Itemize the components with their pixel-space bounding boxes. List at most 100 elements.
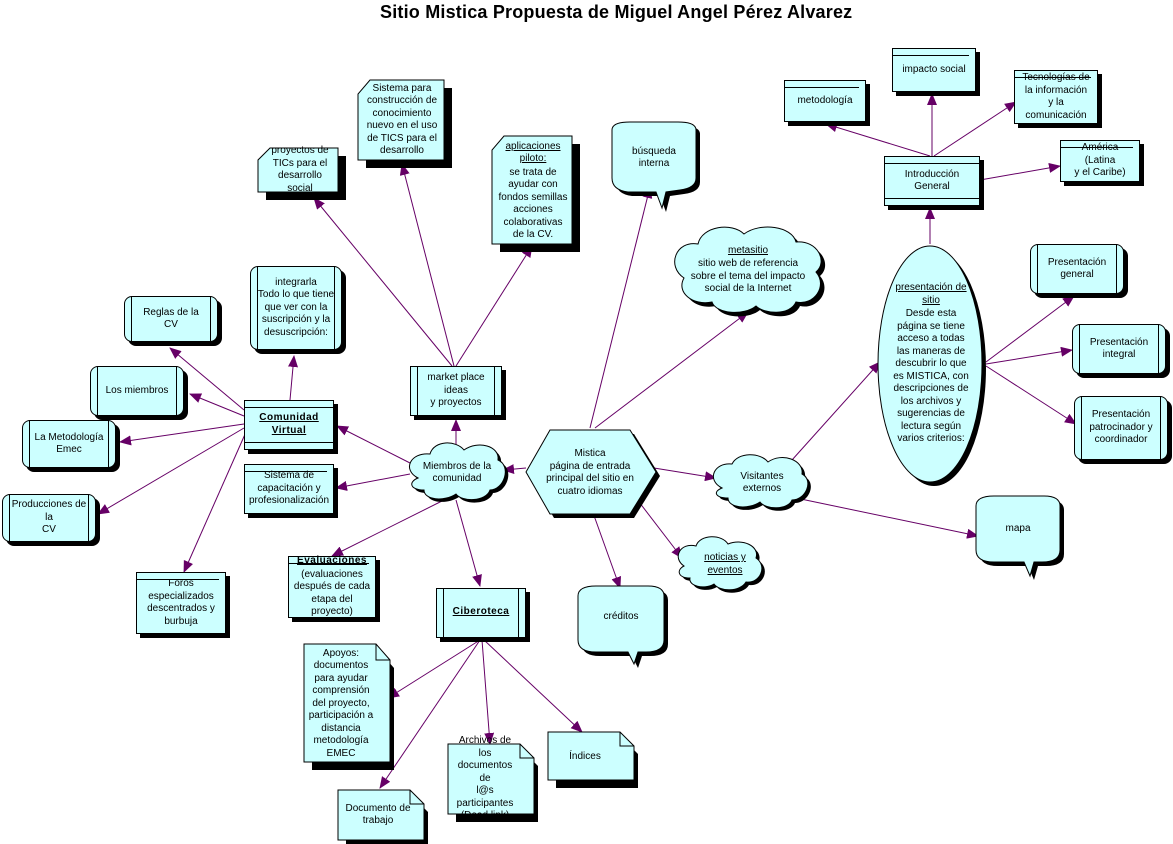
sistemaconst-line-2: construcción de [366,95,438,106]
page-title: Sitio Mistica Propuesta de Miguel Angel … [380,2,853,22]
miembros-node[interactable]: Miembros de la comunidad [410,454,504,492]
creditos-node[interactable]: créditos [580,600,662,634]
archivos-node[interactable]: Archivos de los documentos de l@s partic… [448,735,522,821]
busqueda-line-1: búsqueda [632,145,676,157]
indices-note [547,731,638,788]
producciones-node[interactable]: Producciones de la CV [2,494,96,542]
proyectos-card [257,147,346,200]
edge-intro-tecnologias [933,101,1017,157]
aplicaciones-line-3: fondos semillas [498,191,568,203]
noticias-node[interactable]: noticias y eventos [690,548,760,582]
busqueda-bubble [611,121,700,212]
presgeneral-line-2: general [1060,269,1094,280]
presentacion-line-7: descripciones de [893,383,969,395]
comunidad-virtual-node[interactable]: Comunidad Virtual [244,400,334,450]
documento-line-2: trabajo [362,815,394,826]
losmiembros-node[interactable]: Los miembros [90,366,184,416]
edge-market-proyectos [313,197,453,367]
evaluaciones-line-1: (evaluaciones [301,568,363,580]
edge-visitantes-mapa [795,497,979,539]
documento-note [337,789,428,844]
sistema-construccion-node[interactable]: Sistema para construcción de conocimient… [360,82,444,158]
edge-ciber-indices [483,639,583,733]
visitantes-line-1: Visitantes [740,470,784,482]
aplicaciones-node[interactable]: aplicaciones piloto: se trata de ayudar … [494,140,572,242]
emec-line-1: La Metodología [34,431,104,443]
evaluaciones-node[interactable]: Evaluaciones (evaluaciones después de ca… [288,555,376,618]
metasitio-line-3: social de la Internet [704,283,792,294]
impacto-node[interactable]: impacto social [892,48,976,92]
presentacion-line-5: descubrir lo que [895,358,967,370]
prespatro-line-1: Presentación [1091,409,1151,421]
archivos-line-5: (Dead link) [460,810,510,822]
marketplace-node[interactable]: market place ideas y proyectos [410,366,502,416]
integrarla-node[interactable]: integrarla Todo lo que tiene que ver con… [250,266,342,350]
tecnologias-line-1: Tecnologías de [1022,72,1090,83]
edge-comunidad-emec [119,423,245,446]
archivos-line-1: Archivos de los [458,735,512,759]
marketplace-line-2: y proyectos [430,397,482,409]
pres-integral-node[interactable]: Presentación integral [1072,324,1166,374]
mapa-node[interactable]: mapa [978,512,1058,546]
sistema-capacitacion-node[interactable]: Sistema de capacitación y profesionaliza… [244,464,334,514]
connectors [97,93,1077,789]
proyectos-line-2: TICs para el [272,157,328,169]
metasitio-node[interactable]: metasitio sitio web de referencia sobre … [680,242,816,298]
proyectos-tics-node[interactable]: proyectos de TICs para el desarrollo soc… [262,145,338,194]
edge-visitantes-presentacion [791,361,881,461]
introduccion-node[interactable]: Introducción General [884,156,980,206]
edge-pres-general [985,295,1075,363]
intro-line-1: Introducción General [904,168,960,193]
archivos-line-4: participantes [456,797,514,809]
presentacion-line-1: Desde esta [905,308,957,320]
edge-comunidad-integrarla [288,355,298,401]
mistica-line-3: principal del sitio en [546,473,634,484]
apoyos-line-2: documentos [313,660,369,672]
edge-intro-metodologia [825,122,931,157]
presentacion-line-11: varios criterios: [897,433,965,445]
apoyos-line-5: del proyecto, [312,697,370,709]
aplicaciones-line-2: ayudar con [508,179,558,190]
mistica-node[interactable]: Mistica página de entrada principal del … [530,440,650,506]
aplicaciones-line-1: se trata de [509,166,557,178]
metodologia-emec-node[interactable]: La Metodología Emec [22,420,116,468]
indices-node[interactable]: Índices [548,738,622,776]
miembros-line-1: Miembros de la [422,460,492,472]
america-node[interactable]: América (Latina y el Caribe) [1060,140,1140,182]
evaluaciones-line-2: después de cada [293,581,371,593]
busqueda-node[interactable]: búsqueda interna [614,136,694,180]
metasitio-heading: metasitio [727,244,768,256]
indices-line-1: Índices [569,750,601,762]
sistemaconst-line-4: nuevo en el uso [366,120,438,131]
edge-pres-integral [985,346,1073,365]
pres-general-node[interactable]: Presentación general [1030,244,1124,294]
apoyos-line-4: comprensión [312,685,370,697]
metodologia-node[interactable]: metodología [784,80,866,122]
foros-node[interactable]: Foros especializados descentrados y burb… [136,572,226,634]
presentacion-sitio-node[interactable]: presentación de sitio Desde esta página … [884,282,978,445]
losmiembros-line-1: Los miembros [105,384,169,396]
evaluaciones-line-3: etapa del proyecto) [311,593,353,618]
apoyos-note [303,643,394,770]
producciones-line-2: CV [42,524,56,536]
documento-node[interactable]: Documento de trabajo [338,796,418,834]
ciberoteca-node[interactable]: Ciberoteca [436,588,526,638]
impacto-line-1: impacto social [902,63,966,75]
edge-mistica-noticias [635,497,683,559]
apoyos-node[interactable]: Apoyos: documentos para ayudar comprensi… [304,648,378,760]
sistemacap-line-2: capacitación y [257,482,321,494]
evaluaciones-heading: Evaluaciones [297,555,367,567]
visitantes-node[interactable]: Visitantes externos [716,464,808,502]
shapes [257,79,1064,844]
edge-mistica-metasitio [594,311,749,429]
tecnologias-node[interactable]: Tecnologías de la información y la comun… [1014,70,1098,124]
aplicaciones-heading: aplicaciones piloto: [505,140,561,165]
sistemacap-line-3: profesionalización [248,495,330,507]
edge-comunidad-reglas [169,347,245,411]
presentacion-line-10: lectura según [900,420,962,432]
tecnologias-line-3: y la [1048,97,1064,108]
presgeneral-line-1: Presentación [1047,256,1107,268]
reglas-node[interactable]: Reglas de la CV [124,296,218,342]
pres-patrocinador-node[interactable]: Presentación patrocinador y coordinador [1074,396,1168,460]
miembros-cloud [409,442,509,503]
